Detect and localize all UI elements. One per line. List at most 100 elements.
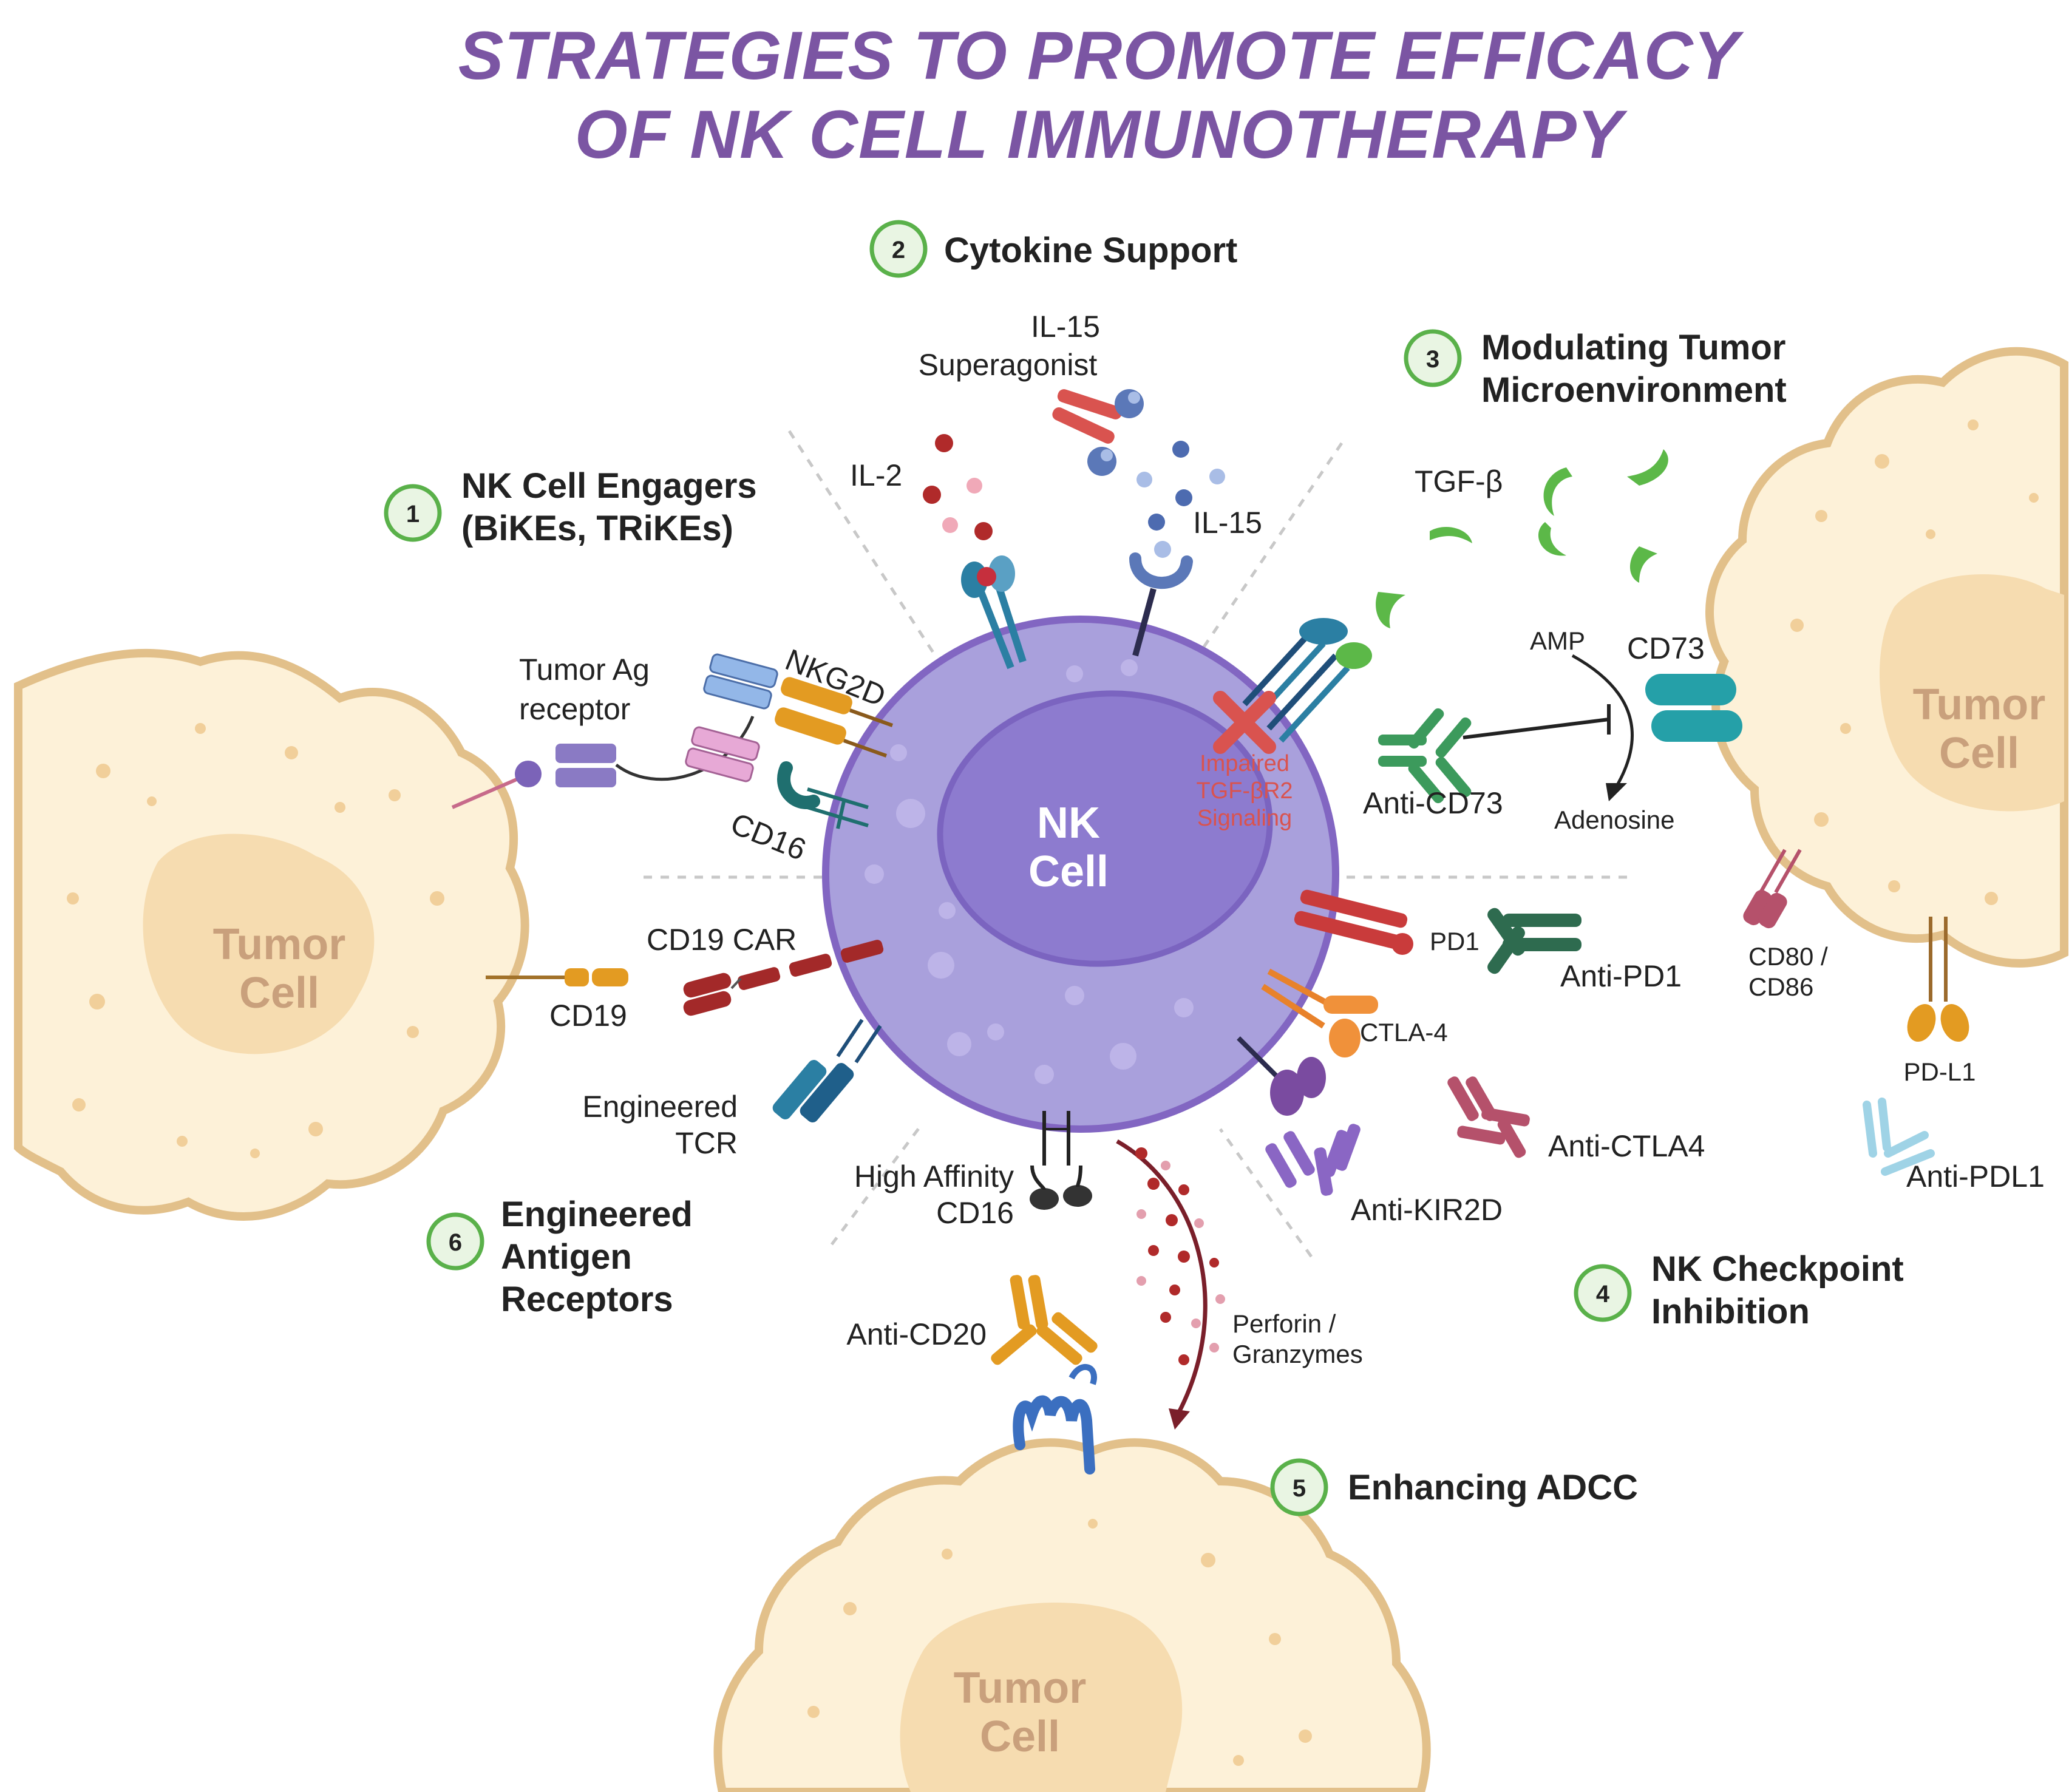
strategy-title-line-1: Cytokine Support [944, 231, 1237, 270]
tumor-nucleus [143, 833, 375, 1054]
strategy-title-line-2: Antigen [501, 1237, 632, 1277]
tumor-antigen [515, 761, 542, 787]
anti-pd1-antibody [1487, 908, 1581, 974]
tumor-ag-label-1: Tumor Ag [519, 653, 650, 687]
nk-label-line-2: Cell [1028, 847, 1109, 896]
cd19-antigen [565, 968, 589, 986]
engineered-tcr-label-1: Engineered [582, 1090, 738, 1124]
anti-pdl1-antibody [1863, 1098, 1935, 1176]
strategy-6: 6 Engineered Antigen Receptors [426, 1195, 693, 1319]
il15-superagonist-label-1: IL-15 [1031, 310, 1100, 344]
perforin-arrow [1116, 1139, 1208, 1416]
strategy-title-line-2: Inhibition [1651, 1292, 1810, 1331]
il15-superagonist [1052, 389, 1144, 476]
pd1-receptor [1294, 889, 1413, 955]
strategy-badge [869, 220, 928, 278]
impaired-x-icon [1213, 691, 1276, 754]
perforin-label-1: Perforin / [1232, 1309, 1336, 1338]
strategy-number: 5 [1293, 1475, 1306, 1502]
nk-cell: NK Cell [822, 616, 1339, 1133]
pd1-label: PD1 [1430, 927, 1480, 955]
anti-ctla4-antibody [1447, 1076, 1530, 1158]
strategy-3: 3 Modulating Tumor Microenvironment [1404, 328, 1787, 410]
divider-line [787, 430, 949, 675]
strategy-badge [384, 484, 442, 542]
engineered-tcr [772, 1019, 882, 1122]
tumor-label-line-1: Tumor [213, 920, 346, 969]
engager-domain [685, 747, 754, 782]
il2-molecules [923, 434, 993, 540]
cd19-car-receptor [683, 940, 884, 1016]
nkg2d-receptor [775, 677, 894, 758]
conversion-arrowhead [1606, 783, 1627, 801]
impaired-label-2: TGF-βR2 [1196, 778, 1293, 804]
nk-granules [865, 659, 1194, 1084]
tumor-antigen-stalk [451, 775, 523, 809]
strategy-4: 4 NK Checkpoint Inhibition [1574, 1249, 1904, 1331]
anti-cd20-antibody [991, 1275, 1098, 1365]
strategy-title-line-1: Modulating Tumor [1481, 328, 1786, 367]
ctla4-label: CTLA-4 [1360, 1018, 1448, 1047]
engager-domain [703, 674, 772, 710]
anti-cd20-label: Anti-CD20 [846, 1317, 987, 1351]
tumor-cell-bottom: Tumor Cell [713, 1438, 1431, 1792]
strategy-badge [1270, 1458, 1328, 1516]
tgfb-molecules [1376, 449, 1668, 628]
tumor-granules [1790, 419, 2039, 905]
tumor-label-line-2: Cell [239, 969, 319, 1017]
tgfb-molecule [1430, 526, 1472, 543]
strategy-2: 2 Cytokine Support [869, 220, 1237, 278]
engager-domain [691, 726, 760, 761]
il15-label: IL-15 [1193, 506, 1262, 540]
engineered-tcr-label-2: TCR [675, 1126, 738, 1160]
title-line-2: OF NK CELL IMMUNOTHERAPY [575, 97, 1628, 172]
cd19-car-label: CD19 CAR [647, 923, 797, 957]
strategy-number: 4 [1596, 1281, 1610, 1308]
il15-molecules [1136, 441, 1225, 531]
tumor-label-line-1: Tumor [1913, 680, 2046, 729]
ctla4-receptor [1261, 968, 1378, 1057]
strategy-title-line-1: Engineered [501, 1195, 693, 1234]
strategy-title-line-1: NK Cell Engagers [461, 466, 757, 506]
cd73-label: CD73 [1627, 631, 1705, 665]
cd16-label: CD16 [726, 806, 811, 867]
nk-nucleus [937, 690, 1273, 967]
engager-domain [709, 653, 778, 688]
perforin-granules [1135, 1147, 1225, 1365]
cd20-antigen [1013, 1363, 1097, 1475]
tumor-nucleus [900, 1603, 1183, 1792]
perforin-arrowhead [1169, 1408, 1190, 1430]
tumor-cell-right: Tumor Cell [1705, 347, 2068, 968]
strategy-badge [1404, 329, 1462, 387]
anti-cd73-antibody [1378, 708, 1472, 804]
il15-receptor [1129, 541, 1193, 657]
cd80-label-2: CD86 [1748, 972, 1813, 1001]
tumor-label-line-1: Tumor [954, 1664, 1087, 1712]
pdl1-ligand [1907, 917, 1969, 1042]
tgfb-molecule [1538, 522, 1566, 556]
strategy-number: 3 [1426, 346, 1439, 373]
il15-superagonist-label-2: Superagonist [919, 348, 1098, 382]
anti-ctla4-label: Anti-CTLA4 [1548, 1129, 1705, 1163]
cd80-label-1: CD80 / [1748, 942, 1828, 971]
anti-pdl1-label: Anti-PDL1 [1906, 1159, 2045, 1193]
strategy-number: 1 [406, 501, 420, 528]
tumor-nucleus [1880, 574, 2064, 812]
high-affinity-label-1: High Affinity [854, 1159, 1014, 1193]
tgfb-molecule [1376, 592, 1405, 628]
bike-domain [555, 768, 616, 787]
strategy-title-line-1: NK Checkpoint [1651, 1249, 1904, 1289]
strategy-title-line-1: Enhancing ADCC [1348, 1468, 1638, 1507]
high-affinity-cd16 [1030, 1111, 1092, 1210]
strategy-badge [426, 1212, 484, 1271]
strategy-1: 1 NK Cell Engagers (BiKEs, TRiKEs) [384, 466, 757, 548]
strategy-5: 5 Enhancing ADCC [1270, 1458, 1638, 1516]
cd19-label: CD19 [549, 999, 627, 1033]
tumor-granules [67, 723, 444, 1158]
tumor-ag-label-2: receptor [519, 692, 630, 726]
il2-label: IL-2 [850, 458, 902, 492]
perforin-label-2: Granzymes [1232, 1340, 1363, 1368]
bike-domain [555, 744, 616, 763]
